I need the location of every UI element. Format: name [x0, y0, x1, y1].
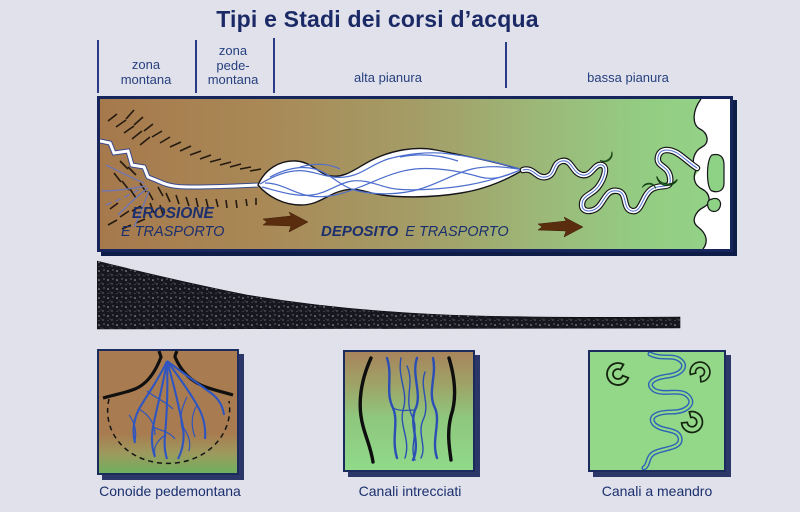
erosione-label: EROSIONE [132, 205, 214, 222]
fan-channels [128, 360, 226, 460]
braided-river [257, 147, 525, 206]
mountain-hatching [107, 109, 262, 230]
channel-banks [358, 356, 457, 464]
zone-label-montana: zona montana [120, 57, 172, 87]
zone-label-pedemontana: zona pede- montana [207, 43, 259, 88]
page-title: Tipi e Stadi dei corsi d’acqua [216, 6, 539, 32]
intrecciati-drawing [345, 352, 473, 470]
caption-meandro: Canali a meandro [601, 483, 713, 499]
profile-drawing [97, 260, 681, 330]
sea-area [692, 99, 730, 249]
braided-channels [385, 356, 439, 462]
caption-conoide: Conoide pedemontana [99, 483, 241, 499]
figure-intrecciati [343, 350, 475, 472]
figure-conoide [97, 349, 239, 475]
caption-intrecciati: Canali intrecciati [358, 483, 462, 499]
coastline [692, 99, 710, 249]
flow-arrow-icon [262, 211, 309, 233]
tributary-streams [101, 164, 150, 228]
zone-divider [97, 40, 99, 93]
meander-river [519, 146, 701, 215]
fan-boundary-dashed [106, 398, 231, 465]
mountain-stream [100, 138, 259, 190]
meandro-drawing [590, 352, 724, 470]
figure-meandro [588, 350, 726, 472]
oxbow-outlines [606, 361, 711, 434]
conoide-drawing [99, 351, 237, 473]
delta-islands [706, 153, 725, 213]
flow-arrow-icon [537, 216, 584, 238]
meander-channel [641, 352, 694, 470]
zone-divider [195, 40, 197, 93]
profile-curve [97, 260, 681, 330]
longitudinal-profile [97, 259, 682, 331]
zone-label-bassa-pianura: bassa pianura [587, 70, 669, 85]
erosione-sub-label: E TRASPORTO [121, 224, 224, 240]
zone-label-alta-pianura: alta pianura [354, 70, 422, 85]
zone-divider [505, 42, 507, 88]
oxbow-lakes [599, 151, 678, 189]
zone-divider [273, 38, 275, 93]
braid-threads [259, 152, 521, 198]
